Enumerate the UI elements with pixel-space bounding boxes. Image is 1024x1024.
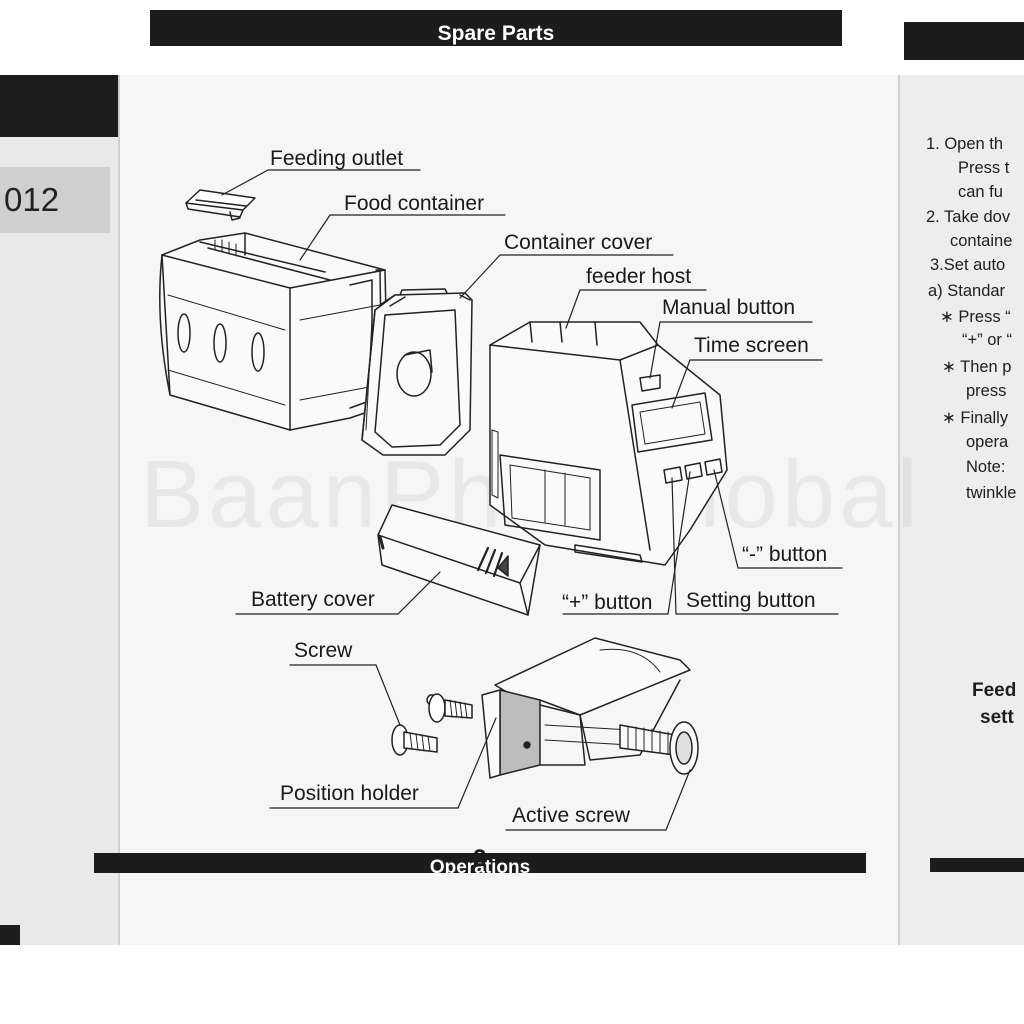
- page-fold-left: [118, 75, 120, 945]
- label-active-screw: Active screw: [512, 804, 631, 827]
- label-time-screen: Time screen: [694, 334, 809, 357]
- right-text-line: ∗ Finally: [942, 409, 1009, 427]
- left-dark-bottom: [0, 925, 20, 945]
- right-text-line: a) Standar: [928, 282, 1006, 300]
- right-text-line: twinkle: [966, 484, 1017, 502]
- label-battery-cover: Battery cover: [251, 588, 375, 611]
- label-feeder-host: feeder host: [586, 265, 691, 288]
- feeder-host-part: [489, 321, 728, 566]
- right-text-line: Press t: [958, 159, 1010, 177]
- right-text-line: press: [966, 382, 1007, 400]
- feeding-outlet-part: [185, 189, 256, 221]
- label-food-container: Food container: [344, 192, 484, 215]
- container-cover-part: [361, 288, 473, 456]
- section-title-operations: Operations: [94, 853, 866, 873]
- callout-leader-lines: [221, 169, 843, 831]
- right-text-line: 2. Take dov: [926, 208, 1011, 226]
- label-manual-button: Manual button: [662, 296, 795, 319]
- left-dark-corner: [0, 75, 118, 137]
- food-container-part: [159, 232, 389, 431]
- label-setting-button: Setting button: [686, 589, 816, 612]
- page-number: 2: [473, 845, 486, 872]
- right-text-line: ∗ Then p: [942, 358, 1012, 376]
- right-page: [900, 75, 1024, 945]
- label-screw: Screw: [294, 639, 353, 662]
- right-text-line: can fu: [958, 183, 1003, 201]
- right-page-header-bar: [904, 22, 1024, 60]
- right-text-line: “+” or “: [962, 331, 1012, 349]
- section-title-spare-parts: Spare Parts: [150, 10, 842, 46]
- right-page-bottom-bar: [930, 858, 1024, 872]
- screw-parts: [391, 693, 473, 756]
- label-feeding-outlet: Feeding outlet: [270, 147, 403, 170]
- left-page: 012: [0, 75, 118, 945]
- right-text-line: 1. Open th: [926, 135, 1004, 153]
- label-plus-button: “+” button: [562, 591, 652, 614]
- label-position-holder: Position holder: [280, 782, 419, 805]
- label-container-cover: Container cover: [504, 231, 652, 254]
- right-bold-line: sett: [980, 707, 1014, 728]
- right-text-line: containe: [950, 232, 1013, 250]
- left-page-code: 012: [0, 167, 110, 233]
- right-text-line: 3.Set auto: [930, 256, 1006, 274]
- label-minus-button: “-” button: [742, 543, 827, 566]
- right-bold-line: Feed: [972, 680, 1017, 701]
- right-text-line: Note:: [966, 458, 1006, 476]
- right-text-line: ∗ Press “: [940, 308, 1011, 326]
- right-text-line: opera: [966, 433, 1009, 451]
- page-fold-right: [898, 75, 900, 945]
- clamp-assembly-part: [481, 637, 699, 779]
- battery-cover-part: [377, 504, 541, 616]
